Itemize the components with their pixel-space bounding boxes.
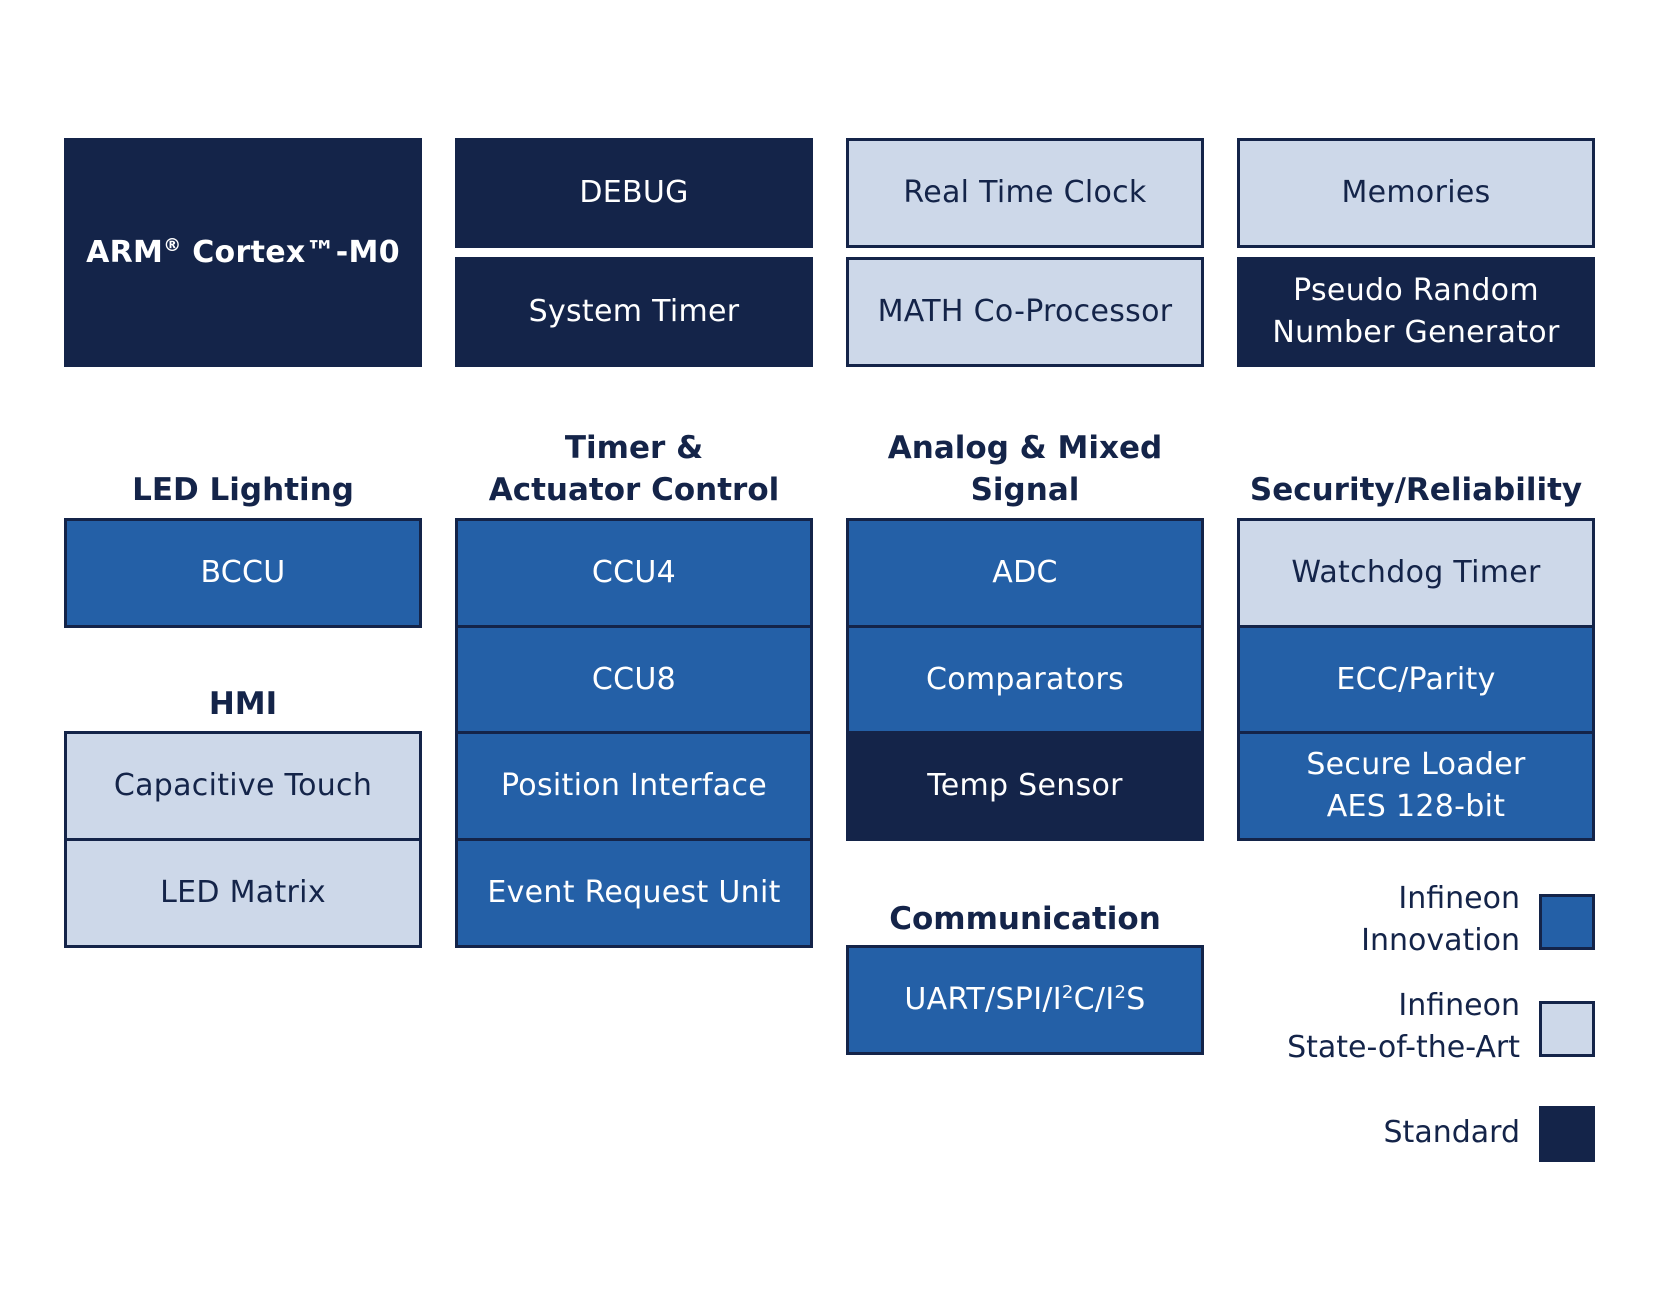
memories-block: Memories: [1237, 138, 1595, 248]
math-coprocessor-block: MATH Co-Processor: [846, 257, 1204, 367]
legend-state-of-the-art-label: Infineon State-of-the-Art: [1240, 985, 1520, 1069]
legend-standard-swatch: [1539, 1106, 1595, 1162]
position-interface-block: Position Interface: [455, 731, 813, 841]
event-request-unit-label: Event Request Unit: [487, 875, 781, 910]
system-timer-label: System Timer: [528, 294, 740, 329]
memories-label: Memories: [1341, 175, 1491, 210]
debug-block: DEBUG: [455, 138, 813, 248]
prng-label-line1: Pseudo Random: [1293, 273, 1539, 308]
adc-label: ADC: [992, 555, 1058, 590]
communication-heading: Communication: [889, 901, 1161, 937]
analog-heading-line2: Signal: [970, 472, 1080, 508]
legend-soa-line2: State-of-the-Art: [1287, 1030, 1520, 1065]
legend-innovation-line1: Infineon: [1398, 881, 1520, 916]
uart-spi-i2c-i2s-label: UART/SPI/I2C/I2S: [904, 982, 1146, 1017]
arm-cortex-m0-label: ARM® Cortex™-M0: [86, 234, 400, 270]
temp-sensor-label: Temp Sensor: [927, 768, 1123, 803]
capacitive-touch-block: Capacitive Touch: [64, 731, 422, 841]
watchdog-timer-label: Watchdog Timer: [1291, 555, 1541, 590]
ecc-parity-block: ECC/Parity: [1237, 625, 1595, 735]
position-interface-label: Position Interface: [500, 768, 768, 803]
ccu4-block: CCU4: [455, 518, 813, 628]
bccu-block: BCCU: [64, 518, 422, 628]
legend-innovation-label: Infineon Innovation: [1240, 878, 1520, 962]
legend-innovation-line2: Innovation: [1361, 923, 1520, 958]
adc-block: ADC: [846, 518, 1204, 628]
legend-standard-label: Standard: [1383, 1115, 1520, 1150]
led-lighting-heading: LED Lighting: [132, 472, 354, 508]
capacitive-touch-label: Capacitive Touch: [113, 768, 373, 803]
ccu8-block: CCU8: [455, 625, 813, 735]
timer-actuator-heading-line2: Actuator Control: [488, 472, 780, 508]
prng-label-line2: Number Generator: [1272, 315, 1560, 350]
analog-mixed-signal-heading: Analog & Mixed Signal: [846, 427, 1204, 511]
timer-actuator-heading: Timer & Actuator Control: [455, 427, 813, 511]
uart-spi-i2c-i2s-block: UART/SPI/I2C/I2S: [846, 945, 1204, 1055]
real-time-clock-label: Real Time Clock: [903, 175, 1147, 210]
comparators-block: Comparators: [846, 625, 1204, 735]
watchdog-timer-block: Watchdog Timer: [1237, 518, 1595, 628]
analog-heading-line1: Analog & Mixed: [887, 430, 1163, 466]
ecc-parity-label: ECC/Parity: [1336, 662, 1496, 697]
debug-label: DEBUG: [579, 175, 689, 210]
prng-block: Pseudo Random Number Generator: [1237, 257, 1595, 367]
led-matrix-block: LED Matrix: [64, 838, 422, 948]
temp-sensor-block: Temp Sensor: [846, 731, 1204, 841]
arm-cortex-m0-block: ARM® Cortex™-M0: [64, 138, 422, 367]
legend-soa-line1: Infineon: [1398, 988, 1520, 1023]
secure-loader-block: Secure Loader AES 128-bit: [1237, 731, 1595, 841]
legend-innovation-swatch: [1539, 894, 1595, 950]
ccu4-label: CCU4: [591, 555, 677, 590]
hmi-heading: HMI: [208, 686, 278, 722]
timer-actuator-heading-line1: Timer &: [564, 430, 704, 466]
security-reliability-heading: Security/Reliability: [1249, 472, 1583, 508]
secure-loader-label-line2: AES 128-bit: [1326, 789, 1506, 824]
led-matrix-label: LED Matrix: [160, 875, 326, 910]
real-time-clock-block: Real Time Clock: [846, 138, 1204, 248]
secure-loader-label-line1: Secure Loader: [1306, 747, 1526, 782]
system-timer-block: System Timer: [455, 257, 813, 367]
bccu-label: BCCU: [200, 555, 286, 590]
comparators-label: Comparators: [925, 662, 1125, 697]
math-coprocessor-label: MATH Co-Processor: [877, 294, 1173, 329]
event-request-unit-block: Event Request Unit: [455, 838, 813, 948]
legend-state-of-the-art-swatch: [1539, 1001, 1595, 1057]
ccu8-label: CCU8: [591, 662, 677, 697]
